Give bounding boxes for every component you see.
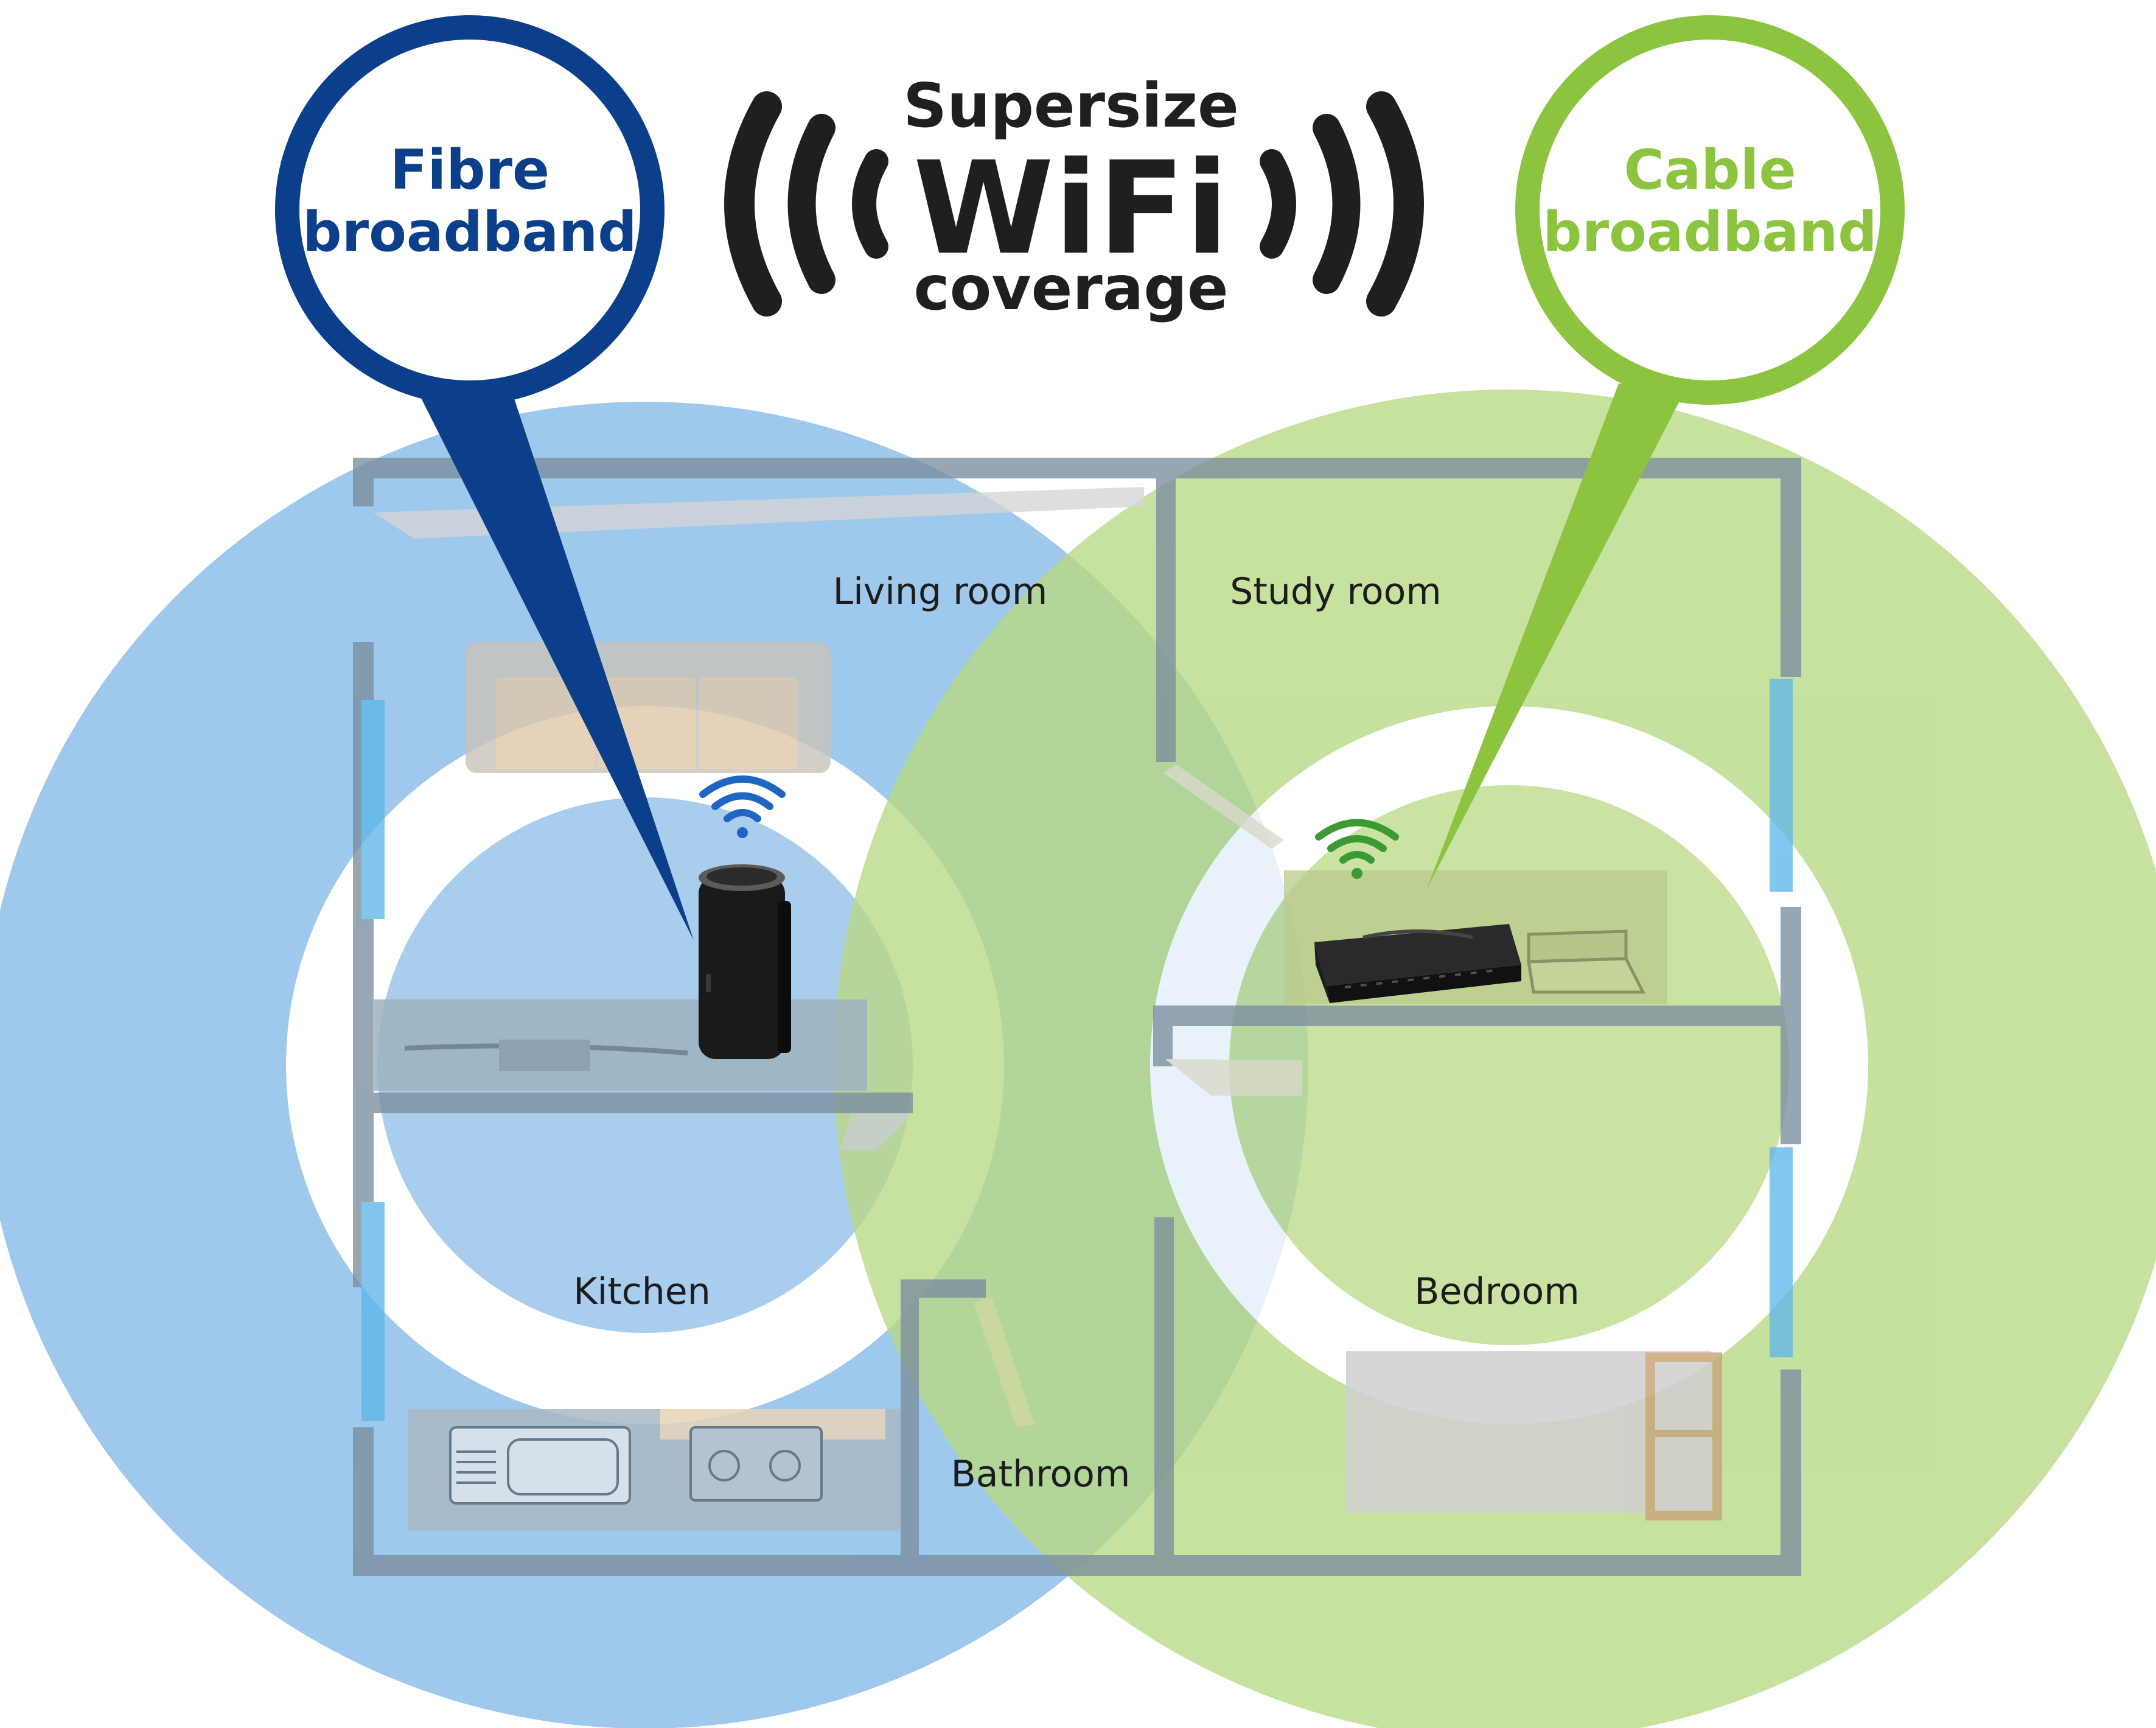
wall-bathroom-left <box>901 1279 919 1576</box>
wall-living-study <box>1156 458 1176 762</box>
room-label-bathroom: Bathroom <box>951 1453 1131 1495</box>
wall-bathroom-right <box>1154 1217 1174 1576</box>
wall-left-upper <box>353 458 374 506</box>
door-bedroom <box>1165 1059 1302 1096</box>
cable-callout-pointer <box>1427 383 1686 889</box>
fibre-callout: Fibre broadband <box>275 15 665 405</box>
fibre-label-line2: broadband <box>302 200 637 264</box>
door-bathroom <box>974 1296 1034 1427</box>
wall-bottom <box>353 1555 1801 1576</box>
tv-unit <box>374 999 867 1091</box>
cable-label-line1: Cable <box>1624 138 1796 202</box>
wall-top <box>353 458 1801 478</box>
floor-plan <box>353 458 1801 1576</box>
wall-study-bedroom <box>1153 1006 1801 1026</box>
cable-label-line2: broadband <box>1543 200 1877 264</box>
wifi-waves-icon <box>1260 91 1424 317</box>
door-study <box>1163 764 1284 849</box>
wall-bedroom-left <box>1153 1006 1173 1066</box>
wall-left-lower <box>353 1427 374 1576</box>
wall-right-lower <box>1781 1369 1801 1576</box>
cable-router <box>1314 924 1521 1003</box>
title-line3: coverage <box>913 253 1228 324</box>
room-label-study: Study room <box>1230 570 1442 613</box>
wifi-signal-icon <box>1315 819 1399 879</box>
bed <box>1346 1351 1722 1520</box>
wifi-waves-icon <box>724 91 888 317</box>
fibre-router <box>699 864 791 1059</box>
desk-laptop <box>1527 929 1646 994</box>
room-label-bedroom: Bedroom <box>1414 1270 1579 1313</box>
window-study <box>1770 679 1793 892</box>
wifi-signal-icon <box>699 775 786 838</box>
window-bedroom <box>1770 1147 1793 1357</box>
kitchen-counter <box>408 1409 901 1531</box>
fibre-label-line1: Fibre <box>390 138 549 202</box>
window-kitchen <box>361 1202 385 1421</box>
room-label-living: Living room <box>833 570 1048 613</box>
door-front <box>374 487 1144 539</box>
cable-callout: Cable broadband <box>1515 15 1905 405</box>
room-label-kitchen: Kitchen <box>573 1270 711 1313</box>
title-block: Supersize WiFi coverage <box>724 70 1424 324</box>
wall-right-upper <box>1781 458 1801 677</box>
fibre-callout-pointer <box>420 390 694 940</box>
wall-bathroom-top <box>901 1279 986 1298</box>
title-line1: Supersize <box>903 70 1239 141</box>
wall-living-kitchen <box>353 1093 913 1113</box>
sofa <box>466 642 831 773</box>
window-living <box>361 700 385 919</box>
door-kitchen <box>840 1113 913 1150</box>
title-line2: WiFi <box>913 134 1229 283</box>
